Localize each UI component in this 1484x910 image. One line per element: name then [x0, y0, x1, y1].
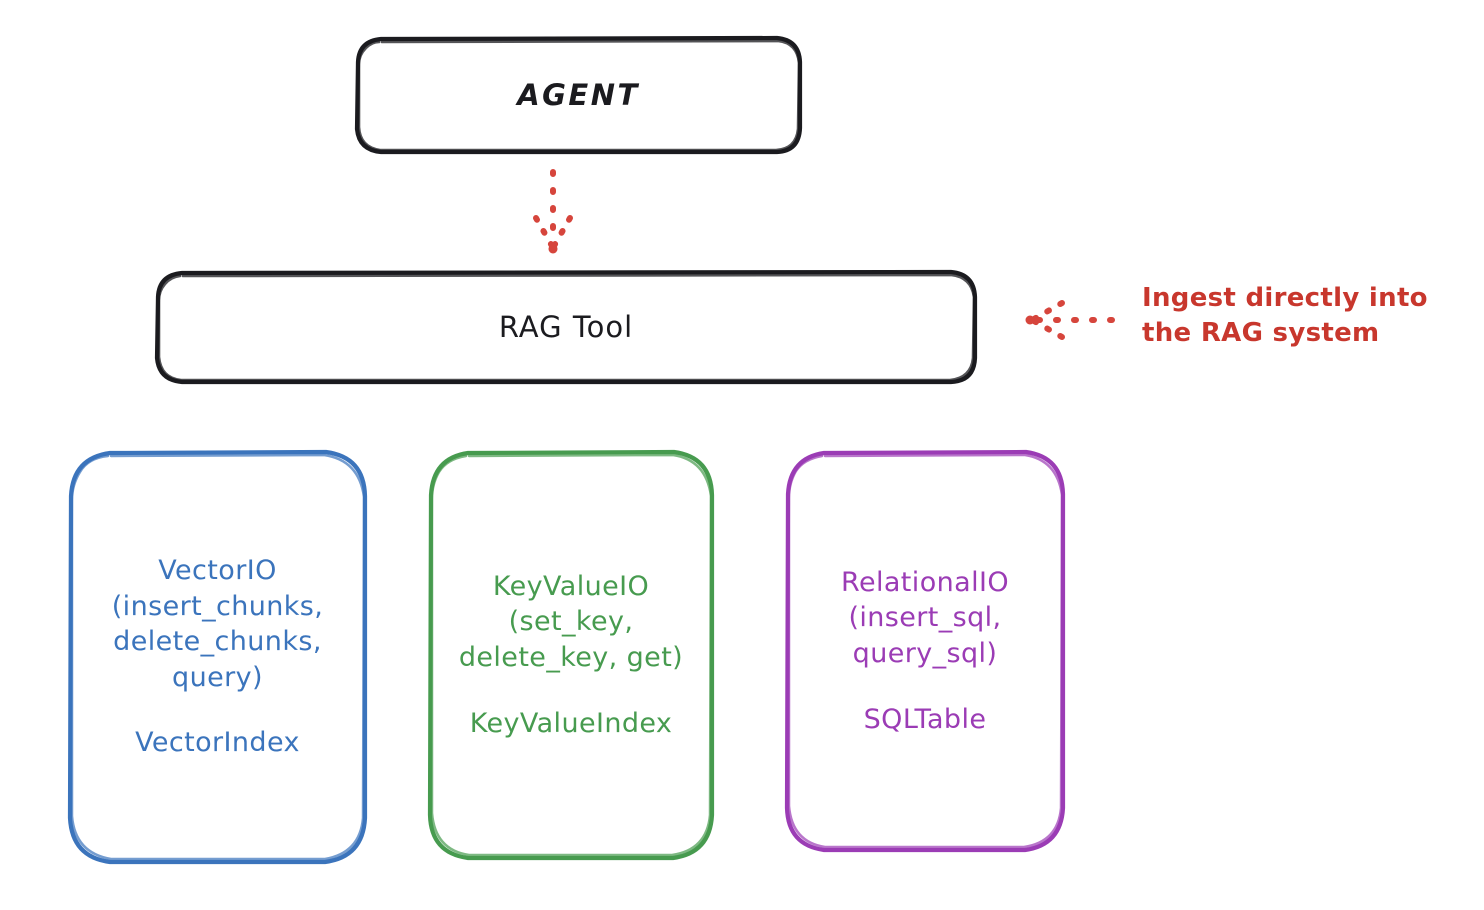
- vector-io-label: VectorIO (insert_chunks, delete_chunks, …: [111, 554, 324, 693]
- agent-node[interactable]: AGENT: [357, 38, 800, 152]
- ingest-annotation-label: Ingest directly into the RAG system: [1142, 283, 1428, 348]
- key-value-io-node[interactable]: KeyValueIO (set_key, delete_key, get) Ke…: [430, 452, 712, 858]
- connector-agent-to-rag-tool: [533, 169, 573, 254]
- key-value-io-label: KeyValueIO (set_key, delete_key, get): [458, 570, 684, 673]
- relational-io-box-outline: [784, 449, 1066, 853]
- rag-tool-box-outline: [154, 269, 978, 385]
- relational-io-label: RelationalIO (insert_sql, query_sql): [841, 566, 1009, 669]
- vector-index-label: VectorIndex: [135, 727, 300, 759]
- vector-io-box-outline: [67, 449, 368, 865]
- agent-box-outline: [354, 35, 803, 155]
- relational-io-node[interactable]: RelationalIO (insert_sql, query_sql) SQL…: [787, 452, 1063, 850]
- vector-io-node[interactable]: VectorIO (insert_chunks, delete_chunks, …: [70, 452, 365, 862]
- rag-tool-label: RAG Tool: [498, 309, 634, 344]
- sql-table-label: SQLTable: [863, 703, 987, 735]
- agent-label: AGENT: [517, 77, 640, 112]
- connector-ingest-to-rag-tool: [1025, 300, 1115, 340]
- rag-tool-node[interactable]: RAG Tool: [157, 272, 975, 382]
- key-value-index-label: KeyValueIndex: [469, 707, 673, 739]
- key-value-io-box-outline: [427, 449, 715, 861]
